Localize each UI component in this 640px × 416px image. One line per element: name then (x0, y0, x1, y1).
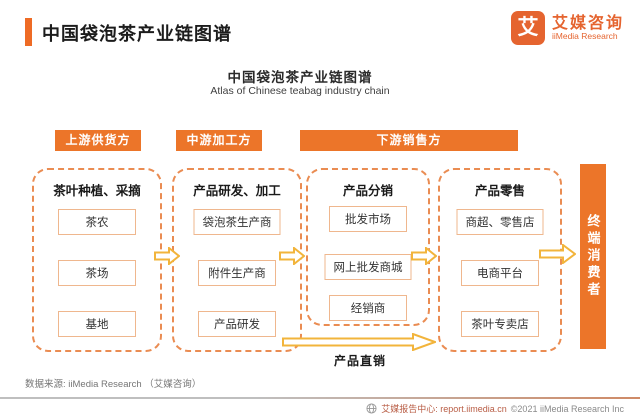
title-accent-bar (25, 18, 32, 46)
report-center-text: 艾媒报告中心: report.iimedia.cn (381, 404, 507, 414)
column-item: 袋泡茶生产商 (193, 209, 281, 235)
column-retail: 产品零售 商超、零售店 电商平台 茶叶专卖店 (438, 168, 562, 352)
flow-arrow-icon (411, 247, 437, 265)
stage-tag-midstream: 中游加工方 (176, 130, 262, 151)
logo-text: 艾媒咨询 iiMedia Research (552, 15, 624, 42)
flow-arrow-icon (154, 247, 180, 265)
column-header: 产品分销 (342, 184, 393, 198)
consumer-label: 终端消费者 (585, 214, 601, 299)
diagram-subtitle: Atlas of Chinese teabag industry chain (210, 85, 390, 97)
globe-icon (366, 403, 377, 414)
column-item: 批发市场 (329, 206, 407, 232)
footer-divider (0, 397, 640, 399)
column-item: 经销商 (329, 295, 407, 321)
column-distribution: 产品分销 批发市场 网上批发商城 经销商 (306, 168, 430, 326)
data-source-note: 数据来源: iiMedia Research （艾媒咨询） (25, 379, 202, 390)
stage-tag-downstream: 下游销售方 (300, 130, 518, 151)
iimedia-logo: 艾 艾媒咨询 iiMedia Research (510, 11, 624, 45)
column-item: 商超、零售店 (456, 209, 544, 235)
diagram-title: 中国袋泡茶产业链图谱 (227, 70, 373, 85)
column-item: 电商平台 (461, 260, 539, 286)
column-item: 产品研发 (198, 311, 276, 337)
column-tea-planting: 茶叶种植、采摘 茶农 茶场 基地 (32, 168, 162, 352)
column-item: 茶场 (58, 260, 136, 286)
column-item: 茶农 (58, 209, 136, 235)
column-header: 产品研发、加工 (193, 184, 281, 198)
direct-sales-label: 产品直销 (333, 354, 386, 368)
column-item: 网上批发商城 (324, 254, 412, 280)
column-item: 茶叶专卖店 (461, 311, 539, 337)
flow-arrow-icon (279, 247, 305, 265)
column-item: 基地 (58, 311, 136, 337)
direct-sales-arrow-icon (282, 333, 436, 351)
logo-name-en: iiMedia Research (551, 31, 618, 42)
report-title: 中国袋泡茶产业链图谱 (42, 24, 232, 44)
column-item: 附件生产商 (198, 260, 276, 286)
copyright-text: ©2021 iiMedia Research Inc (510, 403, 624, 414)
flow-arrow-icon (539, 244, 576, 264)
iimedia-logo-icon: 艾 (510, 11, 545, 45)
column-header: 产品零售 (474, 184, 525, 198)
footer-info: 艾媒报告中心: report.iimedia.cn ©2021 iiMedia … (366, 402, 624, 415)
column-header: 茶叶种植、采摘 (53, 184, 141, 198)
stage-tag-upstream: 上游供货方 (55, 130, 141, 151)
logo-name-cn: 艾媒咨询 (551, 14, 624, 32)
consumer-bar: 终端消费者 (580, 164, 606, 349)
